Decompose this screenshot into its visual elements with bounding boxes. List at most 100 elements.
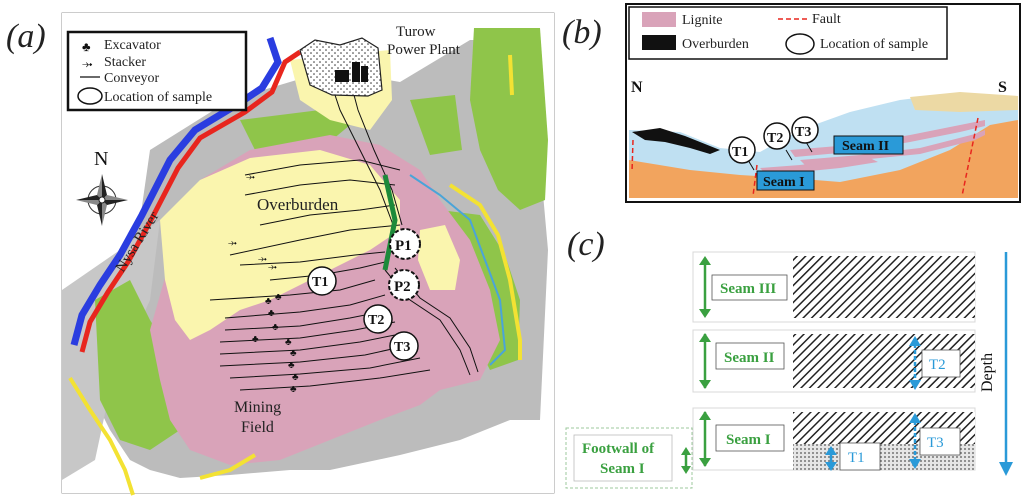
section-sample-t2: T2: [763, 122, 791, 150]
column-panel: Seam III Seam II T2 Seam I T1 T3 Footw: [565, 251, 1013, 489]
map-sample-t2: T2: [363, 304, 393, 334]
power-plant-label-l2: Power Plant: [387, 42, 461, 58]
t3-box: [919, 427, 961, 456]
panel-label-b: (b): [562, 14, 602, 51]
t2-box: [921, 349, 961, 378]
footwall-label-l1: Footwall of: [582, 441, 655, 457]
legend-conveyor: Conveyor: [104, 71, 160, 86]
green-left: [95, 280, 180, 450]
section-seam1-label: Seam I: [763, 175, 805, 190]
footwall-label-l2: Seam I: [600, 461, 645, 477]
green-top2: [410, 95, 462, 155]
legend-excavator: Excavator: [104, 38, 161, 53]
svg-text:♣: ♣: [252, 334, 259, 345]
section-sample-icon: [785, 33, 815, 55]
section-lignite-seam1: [760, 158, 878, 173]
svg-text:T1: T1: [732, 145, 748, 160]
map-sample-t1: T1: [307, 266, 337, 296]
section-legend: [628, 6, 948, 60]
section-seam2-label: Seam II: [842, 139, 889, 154]
section-overburden: [632, 128, 720, 154]
svg-text:♣: ♣: [288, 360, 295, 371]
map-sample-p2: P2: [388, 269, 420, 301]
svg-text:♣: ♣: [275, 292, 282, 303]
seam1-box: [756, 170, 815, 191]
fault-line-2: [752, 164, 758, 197]
map-sample-p1: P1: [389, 228, 421, 260]
section-south-label: S: [998, 79, 1007, 96]
depth-arrow-head-icon: [999, 462, 1013, 476]
sample-location-icon: [77, 87, 103, 105]
svg-text:♣: ♣: [268, 308, 275, 319]
nysa-river-red: [79, 49, 302, 353]
stacker-icon: ⤞: [82, 56, 93, 71]
seam1-box: [715, 424, 785, 452]
svg-text:⤞: ⤞: [246, 171, 255, 183]
svg-text:P1: P1: [395, 238, 412, 254]
section-lignite-seam2b: [800, 130, 985, 165]
svg-text:T2: T2: [368, 313, 384, 328]
legend-sample: Location of sample: [104, 90, 212, 105]
section-north-label: N: [631, 79, 643, 96]
seam2-box: [833, 135, 904, 155]
fault-line-1: [631, 139, 634, 173]
svg-text:T3: T3: [795, 125, 811, 140]
svg-text:⤞: ⤞: [258, 253, 267, 265]
seam3-label: Seam III: [720, 281, 776, 297]
svg-text:♣: ♣: [290, 348, 297, 359]
seam2-box: [715, 342, 785, 370]
green-top-right: [470, 28, 548, 210]
map-sample-t3: T3: [389, 331, 419, 361]
road-top: [508, 54, 514, 96]
svg-text:♣: ♣: [290, 384, 297, 395]
map-panel: Turow Power Plant ♣ Excavator ⤞ Stacker …: [61, 12, 555, 496]
mining-field-label-l1: Mining: [234, 399, 281, 416]
power-plant-label-l1: Turow: [396, 24, 436, 40]
footwall-box: [573, 434, 673, 482]
seam3-hatch: [793, 256, 975, 318]
section-panel: Lignite Overburden Fault Location of sam…: [625, 3, 1021, 203]
depth-label: Depth: [979, 353, 996, 392]
overburden-swatch: [642, 35, 676, 50]
t2-label: T2: [929, 357, 946, 373]
stacker-markers: ⤞⤞⤞⤞: [228, 171, 277, 273]
svg-text:T1: T1: [312, 275, 328, 290]
svg-text:P2: P2: [394, 279, 411, 295]
section-base-layer: [629, 120, 1018, 198]
svg-text:T3: T3: [394, 340, 410, 355]
road-bottom: [199, 453, 257, 480]
svg-text:⤞: ⤞: [268, 261, 277, 273]
svg-text:♣: ♣: [285, 337, 292, 348]
compass-rose-icon: [76, 174, 128, 226]
excavator-icon: ♣: [82, 39, 91, 54]
overburden-right: [418, 225, 460, 290]
road-left: [68, 376, 135, 496]
legend-overburden: Overburden: [682, 37, 749, 52]
panel-label-c: (c): [567, 226, 605, 263]
excavator-markers: ♣♣♣ ♣♣♣ ♣♣♣ ♣: [252, 292, 299, 395]
section-sample-t1: T1: [728, 136, 756, 164]
svg-text:⤞: ⤞: [228, 237, 237, 249]
overburden-label: Overburden: [257, 195, 339, 214]
section-sample-t3: T3: [791, 116, 819, 144]
section-top-sand: [910, 92, 1018, 112]
compass-north-label: N: [94, 148, 108, 170]
panel-label-a: (a): [6, 18, 46, 55]
legend-fault: Fault: [812, 12, 841, 27]
fault-line-3: [961, 117, 979, 197]
nysa-river-blue: [70, 36, 282, 346]
overburden-area: [160, 150, 400, 340]
seam2-label: Seam II: [724, 350, 775, 366]
svg-text:♣: ♣: [265, 296, 272, 307]
legend-stacker: Stacker: [104, 55, 146, 70]
svg-text:T2: T2: [767, 131, 783, 146]
main-conveyor: [382, 174, 398, 271]
t1-box: [839, 442, 881, 471]
t3-label: T3: [927, 435, 944, 451]
water-canal: [409, 174, 507, 366]
lignite-swatch: [642, 12, 676, 27]
seam3-box: [711, 274, 788, 301]
mining-field-label-l2: Field: [241, 419, 274, 436]
svg-text:♣: ♣: [292, 372, 299, 383]
